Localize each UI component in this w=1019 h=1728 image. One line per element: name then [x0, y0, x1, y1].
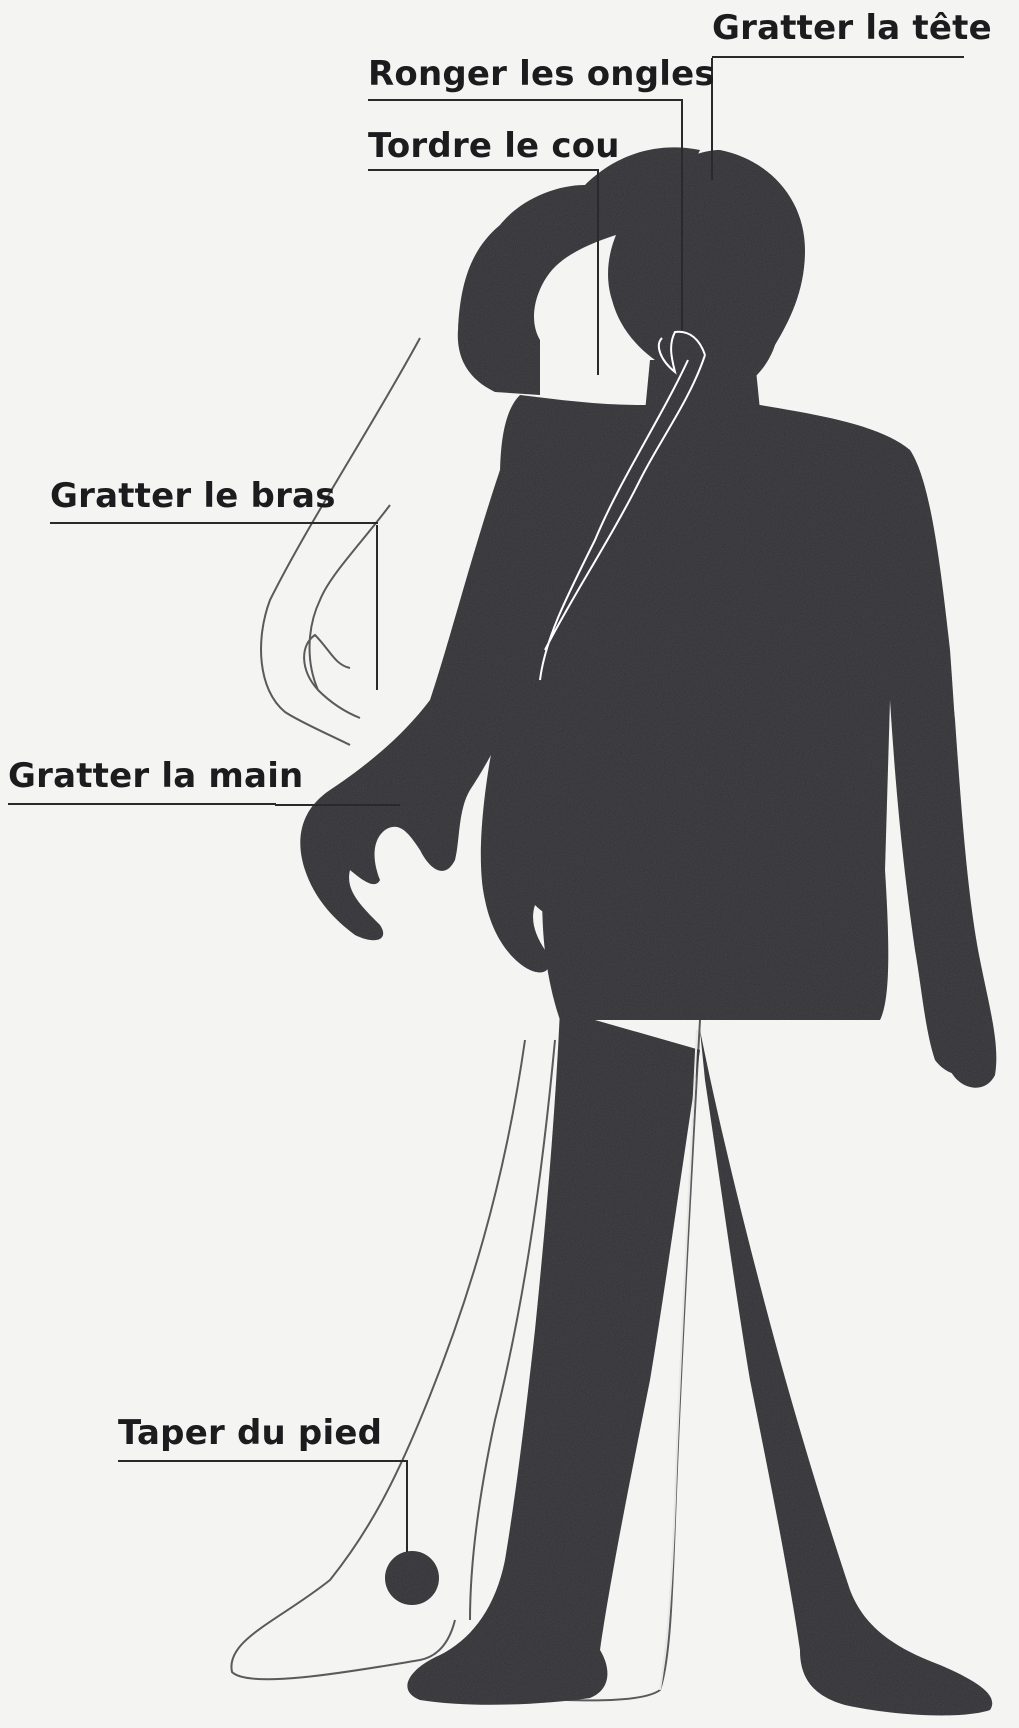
body-silhouette [300, 147, 996, 1715]
label-tordre-le-cou: Tordre le cou [368, 126, 620, 166]
label-gratter-la-tete: Gratter la tête [712, 8, 992, 48]
label-gratter-la-main: Gratter la main [8, 756, 303, 796]
label-ronger-les-ongles: Ronger les ongles [368, 54, 715, 94]
label-gratter-le-bras: Gratter le bras [50, 476, 336, 516]
rule-hand [8, 803, 276, 805]
rule-foot [118, 1460, 408, 1462]
ghost-arm-outline [261, 338, 420, 745]
rule-head [712, 56, 964, 58]
label-taper-du-pied: Taper du pied [118, 1413, 382, 1453]
rule-nails [368, 99, 683, 101]
rule-neck [368, 169, 599, 171]
rule-arm [50, 522, 378, 524]
